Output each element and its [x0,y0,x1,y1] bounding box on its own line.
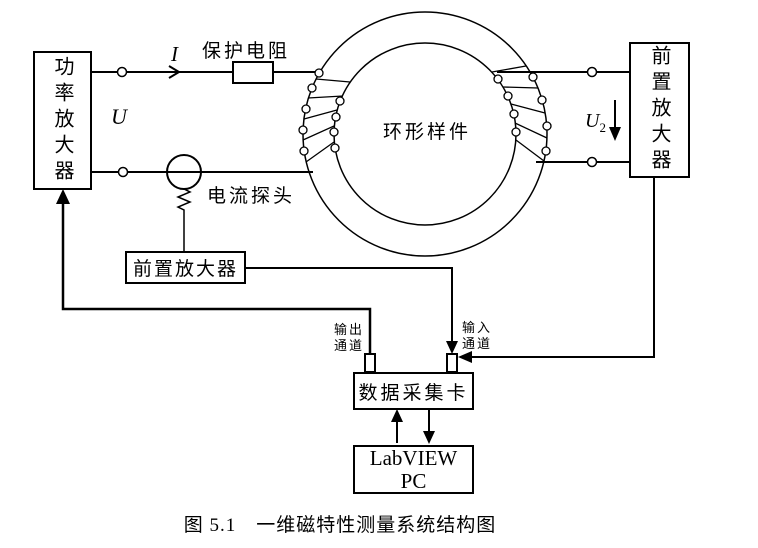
wire-lines [92,71,629,190]
u2-symbol-label: U2 [585,110,606,136]
preamplifier-mid-box: 前置放大器 [125,251,246,284]
output-feedback-line [61,196,372,354]
current-direction-chevron [168,65,181,79]
arrow-daq-up [391,409,403,422]
terminal-circles [116,66,598,178]
output-channel-connector [364,353,376,373]
power-amplifier-box: 功率放大器 [33,51,92,190]
input-signal-lines [245,177,655,358]
voltage-symbol-label: U [111,104,127,129]
input-channel-label: 输入 通道 [462,320,493,351]
daq-card-box: 数据采集卡 [353,372,474,410]
labview-pc-box: LabVIEW PC [353,445,474,494]
current-probe-label: 电流探头 [207,186,296,207]
daq-connectors [364,353,458,373]
labview-label: LabVIEW [369,445,458,470]
input-channel-connector [446,353,458,373]
protection-resistor-symbol [232,61,274,84]
secondary-winding [491,65,552,162]
u2-base: U [585,110,600,132]
arrow-into-power-amp [56,189,70,204]
arrow-pc-down [423,431,435,444]
preamplifier-right-box: 前置放大器 [629,42,690,178]
output-channel-label: 输出 通道 [334,322,365,353]
u2-subscript: 2 [599,120,606,135]
arrowheads [56,127,621,444]
protection-resistor-label: 保护电阻 [202,41,291,62]
arrow-into-input-right [458,351,472,363]
primary-winding [298,68,351,163]
arrow-u2-down [609,127,621,141]
ring-sample-label: 环形样件 [382,122,471,143]
pc-label: PC [400,468,427,493]
probe-lead-squiggle [176,188,192,251]
current-symbol-label: I [171,42,178,66]
figure-caption: 图 5.1 一维磁特性测量系统结构图 [183,515,497,536]
daq-pc-lines [396,100,616,443]
arrow-into-input-top [446,341,458,354]
